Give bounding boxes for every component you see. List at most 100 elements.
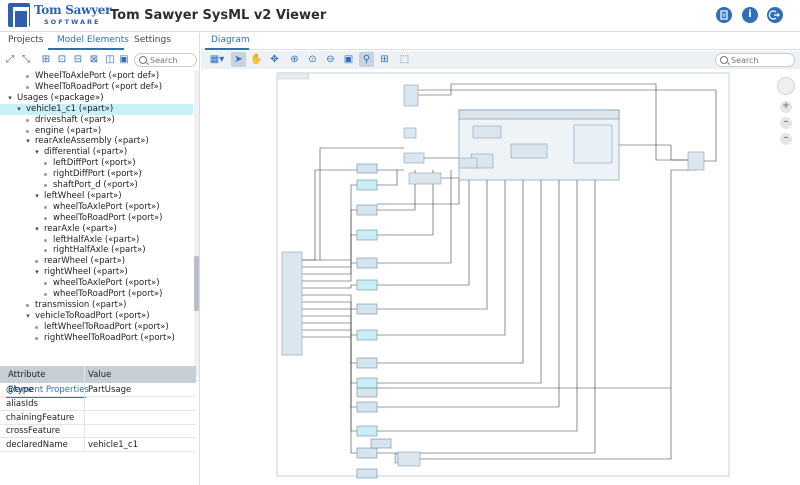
diagram-node-part[interactable] [356,468,378,479]
tree-filter-icon[interactable]: ⊞ [41,54,51,65]
chevron-down-icon[interactable]: ▾ [8,93,12,102]
info-icon[interactable]: i [742,7,758,23]
tree-item[interactable]: WheelToAxlePort («port def») [0,71,193,82]
collapse-icon[interactable]: ⤡ [22,54,30,65]
diagram-node-part[interactable] [356,229,378,241]
zoom-selection-icon[interactable]: ▣ [343,54,354,65]
tree-navigate-icon[interactable]: ◫ [105,54,115,65]
tab-projects[interactable]: Projects [8,35,44,45]
tree-item[interactable]: wheelToAxlePort («port») [0,202,193,213]
tab-diagram[interactable]: Diagram [211,35,250,45]
tree-item[interactable]: rightDiffPort («port») [0,169,193,180]
chevron-down-icon[interactable]: ▾ [26,311,30,320]
tree-item[interactable]: engine («part») [0,126,193,137]
chevron-down-icon[interactable]: ▾ [35,268,39,277]
chevron-down-icon[interactable]: ▾ [26,137,30,146]
tree-item[interactable]: ▾vehicleToRoadPort («port») [0,311,193,322]
tree-search[interactable] [134,53,197,67]
tree-item[interactable]: shaftPort_d («port») [0,180,193,191]
diagram-container-header[interactable] [458,109,620,120]
tree-select-icon[interactable]: ▣ [119,54,129,65]
layout-icon[interactable]: ▦▾ [209,54,225,65]
zoom-in-icon[interactable]: ⊕ [290,54,299,65]
tree-item[interactable]: ▾Usages («package») [0,93,193,104]
tree-item[interactable]: wheelToRoadPort («port») [0,289,193,300]
pan-hand-icon[interactable]: ✋ [250,54,263,65]
diagram-node[interactable] [403,127,417,139]
diagram-node[interactable] [397,451,421,467]
tab-model-elements[interactable]: Model Elements [57,35,129,45]
logout-icon[interactable] [767,7,783,23]
tree-item[interactable]: wheelToAxlePort («port») [0,278,193,289]
tree-search-input[interactable] [150,54,196,66]
tree-item[interactable]: leftWheelToRoadPort («port») [0,322,193,333]
tree-hide-icon[interactable]: ⊟ [73,54,83,65]
tree-item[interactable]: rightWheelToRoadPort («port») [0,333,193,344]
tab-settings[interactable]: Settings [134,35,171,45]
diagram-node-part[interactable] [356,329,378,341]
zoom-in-button[interactable]: + [780,101,792,113]
tree-scroll-thumb[interactable] [194,256,199,311]
property-row[interactable]: chainingFeature [0,411,196,425]
property-row[interactable]: crossFeature [0,424,196,439]
tree-item[interactable]: WheelToRoadPort («port def») [0,82,193,93]
tree-item[interactable]: leftDiffPort («port») [0,158,193,169]
diagram-node-part[interactable] [356,303,378,315]
select-node-icon[interactable]: ⬚ [399,54,410,65]
zoom-out-button[interactable]: – [780,133,792,145]
tree-item[interactable]: rearWheel («part») [0,256,193,267]
tree-item[interactable]: wheelToRoadPort («port») [0,213,193,224]
tree-item[interactable]: driveshaft («part») [0,115,193,126]
tree-item[interactable]: ▾rightWheel («part») [0,267,193,278]
tree-sort-icon[interactable]: ⊠ [89,54,99,65]
tree-show-icon[interactable]: ⊡ [57,54,67,65]
diagram-node[interactable] [458,157,478,169]
diagram-node[interactable] [408,172,442,185]
diagram-node-part[interactable] [356,387,378,398]
chevron-down-icon[interactable]: ▾ [17,104,21,113]
tree-item[interactable]: ▾rearAxleAssembly («part») [0,136,193,147]
diagram-node[interactable] [472,125,502,139]
tree-item[interactable]: ▾vehicle1_c1 («part») [0,103,193,115]
diagram-node[interactable] [687,151,705,171]
tree-item[interactable]: transmission («part») [0,300,193,311]
zoom-reset-button[interactable]: – [780,117,792,129]
tree-item[interactable]: rightHalfAxle («part») [0,245,193,256]
chevron-down-icon[interactable]: ▾ [35,191,39,200]
diagram-node-part[interactable] [356,447,378,459]
diagram-node-part[interactable] [356,257,378,269]
diagram-node-part[interactable] [356,279,378,291]
diagram-node-wheel[interactable] [573,124,613,164]
fit-window-icon[interactable]: ⊞ [380,54,389,65]
chevron-down-icon[interactable]: ▾ [35,148,39,157]
diagram-node-part[interactable] [356,179,378,191]
tree-scrollbar[interactable] [194,71,199,377]
tree-item[interactable]: ▾leftWheel («part») [0,191,193,202]
diagram-search[interactable] [715,53,795,67]
diagram-node-part[interactable] [356,163,378,174]
pan-control-icon[interactable] [777,77,795,95]
pointer-icon[interactable]: ➤ [231,52,246,67]
expand-icon[interactable]: ⤢ [6,54,14,65]
diagram-node-part[interactable] [356,357,378,369]
document-icon[interactable] [716,7,732,23]
diagram-canvas[interactable] [201,70,800,485]
diagram-node[interactable] [403,152,425,164]
diagram-node[interactable] [510,143,548,159]
diagram-node-vehicle[interactable] [281,251,303,356]
sysml-diagram[interactable] [201,70,800,485]
diagram-search-input[interactable] [731,54,791,66]
property-row[interactable]: aliasIds [0,397,196,411]
properties-title[interactable]: Element Properties [8,385,89,395]
zoom-out-icon[interactable]: ⊖ [326,54,335,65]
diagram-node-part[interactable] [356,401,378,413]
tree-item[interactable]: leftHalfAxle («part») [0,235,193,246]
tree-item[interactable]: ▾differential («part») [0,147,193,158]
diagram-node-part[interactable] [356,377,378,389]
link-icon[interactable]: ⚲ [359,52,374,67]
tree-item[interactable]: ▾rearAxle («part») [0,224,193,235]
diagram-node-part[interactable] [356,204,378,216]
move-icon[interactable]: ✥ [270,54,279,65]
